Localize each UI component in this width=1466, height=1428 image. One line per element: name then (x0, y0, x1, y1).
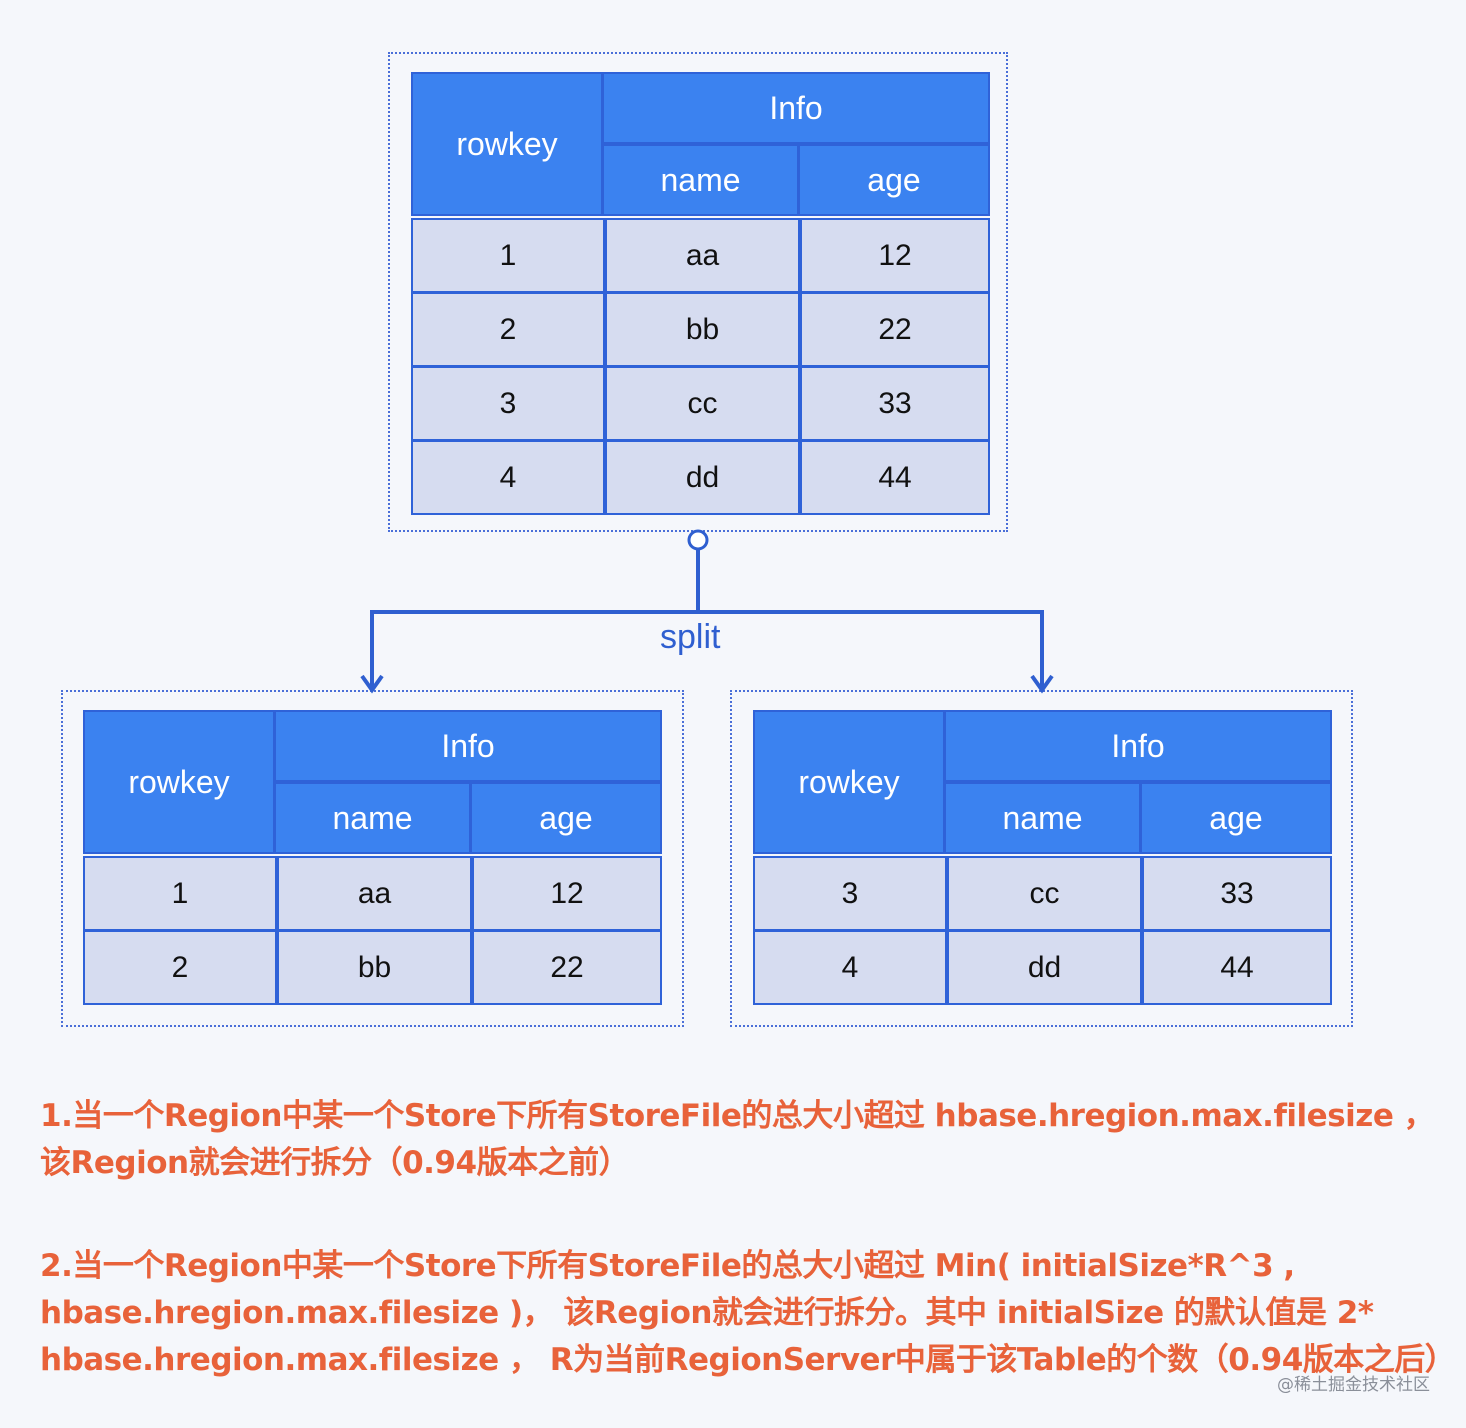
table-cell-name: aa (277, 856, 472, 931)
table-cell-name: cc (947, 856, 1142, 931)
age-column-header: age (798, 144, 990, 216)
table-cell-rowkey: 2 (411, 292, 605, 367)
info-family-header: Info (602, 72, 990, 144)
table-cell-age: 33 (1142, 856, 1332, 931)
age-column-header: age (1140, 782, 1332, 854)
age-column-header: age (470, 782, 662, 854)
table-cell-age: 22 (472, 930, 662, 1005)
table-cell-rowkey: 3 (753, 856, 947, 931)
watermark: @稀土掘金技术社区 (1277, 1375, 1430, 1395)
info-family-header: Info (274, 710, 662, 782)
name-column-header: name (602, 144, 799, 216)
split-origin-circle (687, 529, 709, 551)
table-cell-name: bb (277, 930, 472, 1005)
name-column-header: name (274, 782, 471, 854)
table-cell-name: dd (605, 440, 800, 515)
table-cell-rowkey: 1 (83, 856, 277, 931)
table-cell-age: 44 (1142, 930, 1332, 1005)
table-cell-age: 12 (472, 856, 662, 931)
table-cell-rowkey: 4 (411, 440, 605, 515)
split-connector (360, 529, 1054, 694)
rowkey-header: rowkey (411, 72, 603, 216)
split-rule-note-1: 1.当一个Region中某一个Store下所有StoreFile的总大小超过 h… (40, 1098, 1435, 1181)
table-cell-name: cc (605, 366, 800, 441)
table-cell-rowkey: 2 (83, 930, 277, 1005)
rowkey-header: rowkey (83, 710, 275, 854)
table-cell-rowkey: 1 (411, 218, 605, 293)
name-column-header: name (944, 782, 1141, 854)
table-cell-rowkey: 3 (411, 366, 605, 441)
table-cell-age: 44 (800, 440, 990, 515)
info-family-header: Info (944, 710, 1332, 782)
split-rule-note-2: 2.当一个Region中某一个Store下所有StoreFile的总大小超过 M… (40, 1248, 1456, 1378)
table-cell-name: dd (947, 930, 1142, 1005)
arrow-down-icon (360, 674, 384, 694)
split-label: split (660, 618, 721, 656)
table-cell-name: aa (605, 218, 800, 293)
rowkey-header: rowkey (753, 710, 945, 854)
table-cell-rowkey: 4 (753, 930, 947, 1005)
arrow-down-icon (1030, 674, 1054, 694)
